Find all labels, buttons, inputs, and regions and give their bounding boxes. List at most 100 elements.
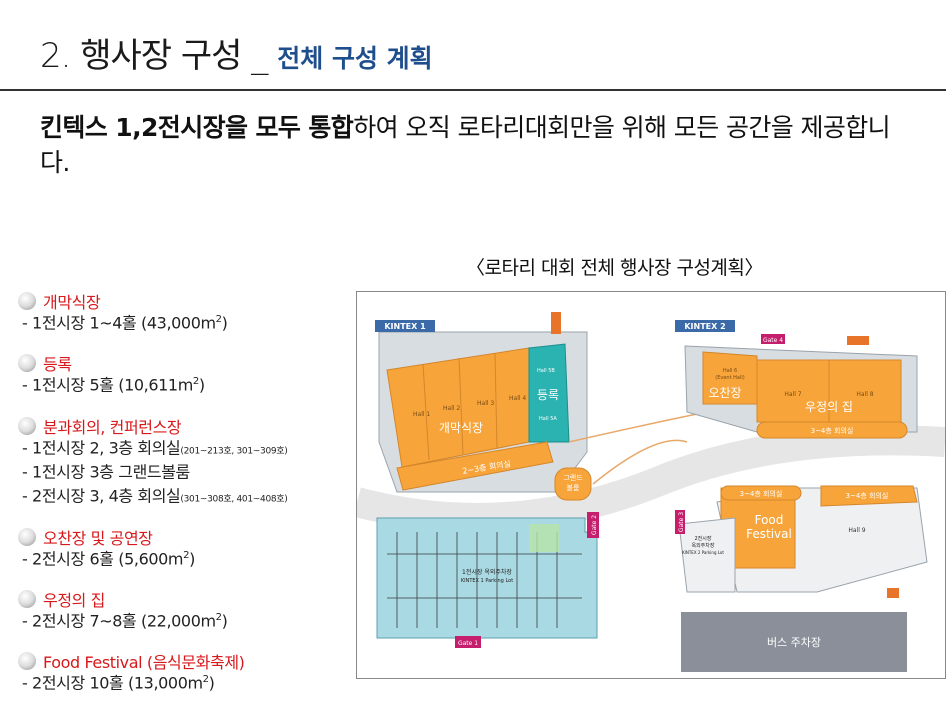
hall-divider bbox=[458, 357, 464, 455]
legend-item-detail: - 1전시장 3층 그랜드볼룸 bbox=[22, 460, 353, 484]
conference-strip-2 bbox=[756, 421, 908, 439]
gate4-marker bbox=[761, 334, 785, 344]
kintex1-label: KINTEX 1 bbox=[384, 322, 426, 331]
legend-item-title: Food Festival (음식문화축제) bbox=[43, 653, 245, 673]
bullet-icon bbox=[18, 354, 36, 373]
luncheon-label: 오찬장 bbox=[708, 385, 741, 400]
conf2a-label: 3~4층 회의실 bbox=[811, 426, 854, 435]
grand-ballroom bbox=[554, 467, 592, 501]
legend-item-detail: - 1전시장 1~4홀 (43,000m2) bbox=[22, 311, 353, 335]
parking-green-zone bbox=[529, 524, 559, 552]
food-label-2: Festival bbox=[746, 527, 792, 541]
legend-item-detail: - 2전시장 3, 4층 회의실(301~308호, 401~408호) bbox=[22, 484, 353, 508]
hall-label: Hall 1 bbox=[413, 411, 430, 418]
gate2-marker bbox=[587, 512, 599, 538]
legend-item-head: 개막식장 bbox=[18, 291, 353, 312]
detail-text: - 1전시장 2, 3층 회의실 bbox=[22, 437, 181, 457]
hall8-label: Hall 8 bbox=[856, 391, 873, 398]
bus-parking bbox=[681, 612, 907, 672]
legend-item-head: 오찬장 및 공연장 bbox=[18, 527, 353, 548]
venue-legend: 개막식장- 1전시장 1~4홀 (43,000m2) 등록- 1전시장 5홀 (1… bbox=[18, 291, 353, 714]
opening-label: 개막식장 bbox=[439, 421, 483, 435]
parking-lot-2 bbox=[678, 517, 736, 593]
detail-sup: 2 bbox=[215, 611, 222, 623]
legend-item-title: 개막식장 bbox=[43, 293, 101, 312]
legend-item: 분과회의, 컨퍼런스장- 1전시장 2, 3층 회의실(201~213호, 30… bbox=[18, 416, 353, 509]
food-label-1: Food bbox=[755, 513, 784, 527]
kintex2-label: KINTEX 2 bbox=[684, 322, 725, 331]
lead-text: 킨텍스 1,2전시장을 모두 통합하여 오직 로타리대회만을 위해 모든 공간을… bbox=[40, 110, 900, 180]
title-sub: 전체 구성 계획 bbox=[277, 44, 433, 73]
conference-strip-3 bbox=[720, 485, 802, 501]
hall-divider bbox=[494, 352, 498, 449]
friendship-label: 우정의 집 bbox=[805, 400, 853, 414]
detail-tail: ) bbox=[198, 375, 205, 395]
grand-ballroom-label-2: 볼룸 bbox=[567, 483, 580, 492]
road bbox=[357, 425, 945, 533]
gate3-marker bbox=[675, 510, 685, 534]
legend-item: 등록- 1전시장 5홀 (10,611m2) bbox=[18, 353, 353, 397]
legend-item-head: 분과회의, 컨퍼런스장 bbox=[18, 416, 353, 437]
hall-label: Hall 3 bbox=[477, 400, 494, 407]
detail-tail: ) bbox=[221, 313, 228, 333]
detail-text: - 2전시장 3, 4층 회의실 bbox=[22, 486, 181, 506]
bus-label: 버스 주차장 bbox=[767, 636, 821, 649]
hall7-label: Hall 7 bbox=[784, 391, 801, 398]
conf2c-label: 3~4층 회의실 bbox=[846, 491, 889, 500]
entrance-marker bbox=[887, 588, 899, 598]
legend-item: Food Festival (음식문화축제)- 2전시장 10홀 (13,000… bbox=[18, 651, 353, 695]
venue-map-svg: KINTEX 1 Hall 1 Hall 2 Hall 3 Hall 4 개막식… bbox=[357, 312, 945, 672]
bullet-icon bbox=[18, 589, 36, 608]
walkway bbox=[568, 411, 708, 443]
legend-item: 오찬장 및 공연장- 2전시장 6홀 (5,600m2) bbox=[18, 527, 353, 571]
hall9-label: Hall 9 bbox=[848, 527, 865, 534]
detail-small: (301~308호, 401~408호) bbox=[180, 494, 288, 505]
gate1-label: Gate 1 bbox=[458, 640, 478, 647]
legend-item: 우정의 집- 2전시장 7~8홀 (22,000m2) bbox=[18, 589, 353, 633]
bullet-icon bbox=[18, 292, 36, 310]
parking2-label-2: 옥외주차장 bbox=[691, 542, 714, 549]
parking1-label-2: KINTEX 1 Parking Lot bbox=[461, 578, 513, 584]
hall6-label-2: (Event Hall) bbox=[715, 375, 744, 381]
detail-text: - 2전시장 6홀 (5,600m bbox=[22, 548, 184, 568]
walkway bbox=[592, 439, 688, 485]
entrance-marker bbox=[847, 336, 869, 345]
venue-map: KINTEX 1 Hall 1 Hall 2 Hall 3 Hall 4 개막식… bbox=[356, 291, 946, 679]
detail-sup: 2 bbox=[202, 674, 209, 686]
detail-small: (201~213호, 301~309호) bbox=[180, 445, 288, 456]
map-caption: 〈로타리 대회 전체 행사장 구성계획〉 bbox=[466, 257, 763, 279]
hall-label: Hall 5B bbox=[537, 368, 555, 374]
bullet-icon bbox=[18, 652, 36, 671]
conference-strip-1 bbox=[396, 441, 554, 491]
legend-item-detail: - 2전시장 6홀 (5,600m2) bbox=[22, 547, 353, 571]
detail-tail: ) bbox=[221, 611, 228, 631]
parking1-label-1: 1전시장 옥외주차장 bbox=[462, 568, 512, 576]
hall6-label-1: Hall 6 bbox=[723, 368, 737, 374]
conf2b-label: 3~4층 회의실 bbox=[740, 489, 783, 498]
bullet-icon bbox=[18, 416, 36, 435]
legend-item: 개막식장- 1전시장 1~4홀 (43,000m2) bbox=[18, 291, 353, 335]
hall-divider bbox=[422, 363, 430, 461]
hall-label: Hall 4 bbox=[509, 395, 526, 402]
detail-sup: 2 bbox=[215, 314, 222, 325]
legend-item-detail: - 2전시장 7~8홀 (22,000m2) bbox=[22, 609, 353, 633]
grand-ballroom-label-1: 그랜드 bbox=[563, 473, 583, 482]
detail-sup: 2 bbox=[192, 376, 199, 388]
title-divider bbox=[0, 89, 946, 91]
kintex2-label-bg bbox=[675, 320, 735, 332]
detail-text: - 1전시장 3층 그랜드볼룸 bbox=[22, 462, 190, 482]
gate3-label: Gate 3 bbox=[678, 512, 685, 532]
lead-bold: 킨텍스 1,2전시장을 모두 통합 bbox=[40, 113, 354, 142]
kintex1-label-bg bbox=[375, 320, 435, 332]
legend-item-detail: - 1전시장 5홀 (10,611m2) bbox=[22, 373, 353, 397]
page-title: 2. 행사장 구성 _ 전체 구성 계획 bbox=[40, 28, 433, 78]
parking2-label-1: 2전시장 bbox=[695, 535, 712, 542]
detail-tail: ) bbox=[208, 673, 215, 693]
legend-item-title: 등록 bbox=[43, 355, 72, 375]
detail-tail: ) bbox=[189, 548, 195, 568]
legend-item-detail: - 2전시장 10홀 (13,000m2) bbox=[22, 671, 353, 695]
legend-item-head: Food Festival (음식문화축제) bbox=[18, 651, 353, 673]
lead-rest: 하여 오직 로타리대회만을 위해 모든 공간을 제공합니다. bbox=[40, 113, 891, 177]
gate4-label: Gate 4 bbox=[763, 337, 783, 344]
legend-item-head: 우정의 집 bbox=[18, 589, 353, 610]
